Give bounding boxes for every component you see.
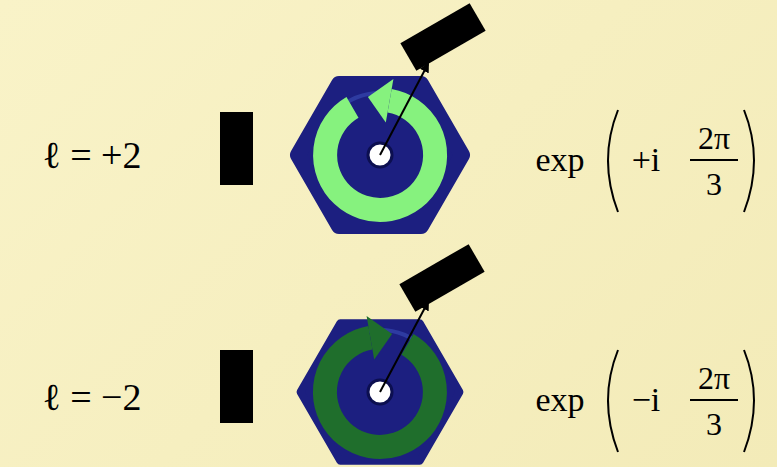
rotation-arrow [325, 101, 435, 210]
fraction-denominator: 3 [706, 408, 722, 440]
quantum-number-label: ℓ = −2 [42, 378, 141, 416]
imaginary-label: −i [632, 383, 661, 417]
source-block [220, 112, 253, 185]
exponent-label: exp [535, 383, 584, 417]
paren [744, 110, 754, 212]
paren [608, 350, 618, 452]
fraction-bar [690, 399, 738, 401]
quantum-number-label: ℓ = +2 [42, 136, 141, 174]
detector-block [400, 3, 485, 71]
fraction-numerator: 2π [698, 122, 730, 154]
paren [608, 110, 618, 212]
source-block [220, 350, 253, 423]
emission-arrow [380, 302, 428, 392]
rotation-arrow [325, 338, 435, 447]
detector-block [399, 244, 484, 312]
paren [744, 350, 754, 452]
fraction-denominator: 3 [706, 168, 722, 200]
imaginary-label: +i [632, 143, 661, 177]
emission-arrow [380, 64, 428, 155]
exponent-label: exp [535, 143, 584, 177]
fraction-numerator: 2π [698, 362, 730, 394]
fraction-bar [690, 159, 738, 161]
